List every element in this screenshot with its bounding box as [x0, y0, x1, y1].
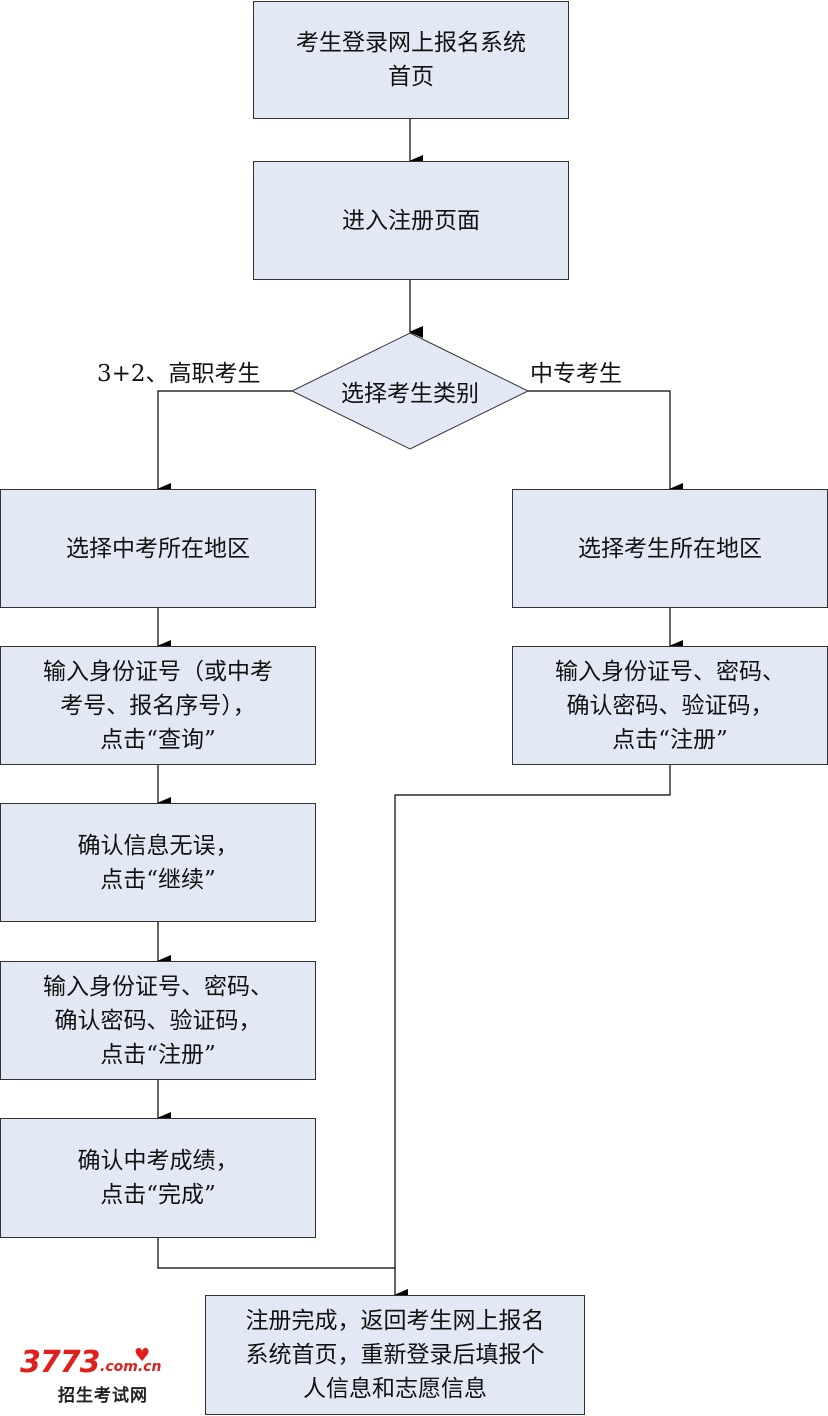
node-register-page: 进入注册页面	[253, 161, 569, 280]
heart-icon: ♥	[134, 1345, 151, 1366]
branch-label-right: 中专考生	[530, 361, 622, 387]
node-right-region: 选择考生所在地区	[512, 489, 828, 608]
node-finish-line-1: 注册完成，返回考生网上报名	[245, 1308, 545, 1334]
node-left-password-line-3: 点击“注册”	[100, 1041, 216, 1068]
arrow-decision-to-right	[528, 390, 683, 495]
node-right-password-line-3: 点击“注册”	[612, 726, 728, 753]
node-finish-line-2: 系统首页，重新登录后填报个	[245, 1342, 545, 1368]
node-left-confirm-score-line-2: 点击“完成”	[100, 1182, 216, 1208]
node-left-input-id-line-3: 点击“查询”	[100, 726, 216, 753]
node-left-input-id: 输入身份证号（或中考 考号、报名序号）， 点击“查询”	[0, 646, 316, 765]
node-left-password-line-1: 输入身份证号、密码、	[43, 973, 273, 1000]
node-right-region-text: 选择考生所在地区	[578, 535, 762, 562]
node-left-region: 选择中考所在地区	[0, 489, 316, 608]
node-register-page-text: 进入注册页面	[342, 207, 480, 234]
node-finish: 注册完成，返回考生网上报名 系统首页，重新登录后填报个 人信息和志愿信息	[205, 1295, 585, 1415]
node-left-confirm-info: 确认信息无误， 点击“继续”	[0, 803, 316, 922]
node-right-password-line-2: 确认密码、验证码，	[566, 692, 774, 719]
line-right-to-finish	[394, 765, 671, 1301]
decision-text: 选择考生类别	[341, 381, 479, 407]
logo-domain: .com.cn	[100, 1359, 162, 1375]
node-start: 考生登录网上报名系统 首页	[253, 1, 569, 119]
logo-subtitle: 招生考试网	[58, 1386, 148, 1406]
node-left-password: 输入身份证号、密码、 确认密码、验证码， 点击“注册”	[0, 961, 316, 1080]
node-right-password-line-1: 输入身份证号、密码、	[555, 658, 785, 685]
line-left-to-finish	[157, 1238, 395, 1269]
node-left-input-id-line-2: 考号、报名序号），	[60, 692, 256, 719]
node-finish-line-3: 人信息和志愿信息	[303, 1376, 487, 1402]
node-left-confirm-info-line-2: 点击“继续”	[100, 866, 216, 893]
decision-diamond	[290, 332, 530, 450]
node-left-confirm-info-line-1: 确认信息无误，	[77, 832, 239, 859]
node-left-confirm-score-line-1: 确认中考成绩，	[77, 1148, 239, 1174]
node-left-confirm-score: 确认中考成绩， 点击“完成”	[0, 1118, 316, 1238]
node-start-line-2: 首页	[388, 64, 434, 90]
site-logo: 3773 ♥ .com.cn 招生考试网	[18, 1345, 178, 1406]
node-left-password-line-2: 确认密码、验证码，	[54, 1007, 262, 1034]
logo-number: 3773	[20, 1345, 100, 1380]
node-start-line-1: 考生登录网上报名系统	[296, 30, 526, 56]
node-left-region-text: 选择中考所在地区	[66, 535, 250, 562]
branch-label-left: 3+2、高职考生	[97, 361, 261, 387]
arrow-decision-to-left	[157, 390, 292, 495]
node-left-input-id-line-1: 输入身份证号（或中考	[43, 658, 273, 685]
node-right-password: 输入身份证号、密码、 确认密码、验证码， 点击“注册”	[512, 646, 828, 765]
